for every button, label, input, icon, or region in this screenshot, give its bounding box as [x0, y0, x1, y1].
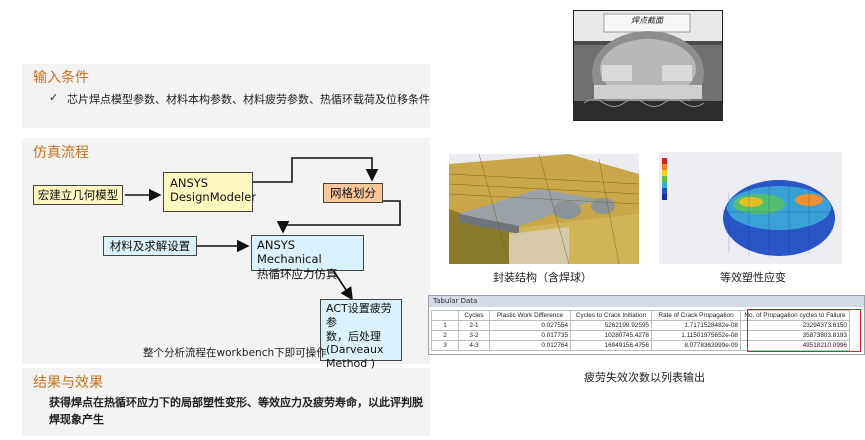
- table-cell: 3-2: [458, 330, 490, 341]
- node-act-label-1: ACT设置疲劳参: [326, 302, 392, 329]
- node-designmodeler-label-1: ANSYS: [170, 176, 209, 190]
- solder-micrograph-image: 焊点截面: [573, 10, 723, 121]
- strain-caption: 等效塑性应变: [720, 271, 786, 284]
- table-row: 1 2-1 0.027554 5262199.92595 1.717152848…: [431, 320, 850, 331]
- tabular-data-table: Cycles Plastic Work Difference Cycles to…: [431, 310, 850, 351]
- table-cell: 0.027554: [489, 320, 571, 331]
- node-mesh: 网格划分: [323, 183, 383, 203]
- node-material-label: 材料及求解设置: [109, 239, 191, 253]
- node-material: 材料及求解设置: [103, 236, 197, 256]
- table-cell: 8.0778363999e-09: [651, 340, 741, 351]
- table-cell: 1.11501975652e-08: [651, 330, 741, 341]
- node-act-label-3: (Darveaux: [326, 343, 384, 357]
- node-act: ACT设置疲劳参 数，后处理 (Darveaux Method ): [320, 299, 402, 370]
- table-header-cell: Rate of Crack Propagation: [651, 310, 741, 321]
- table-caption: 疲劳失效次数以列表输出: [584, 371, 705, 384]
- table-header-cell: Cycles: [458, 310, 490, 321]
- table-cell: 10280745.4278: [570, 330, 652, 341]
- table-cell: 49518210.0996: [740, 340, 850, 351]
- result-line1: 获得焊点在热循环应力下的局部塑性变形、等效应力及疲劳寿命，以此评判脱: [49, 396, 423, 409]
- micrograph-label: 焊点截面: [631, 16, 663, 25]
- failure-column-highlight: [747, 309, 861, 352]
- table-cell: 2: [431, 330, 459, 341]
- package-caption: 封装结构（含焊球）: [493, 271, 592, 284]
- input-title: 输入条件: [33, 70, 89, 86]
- table-cell: 5262199.92595: [570, 320, 652, 331]
- table-cell: 0.012764: [489, 340, 571, 351]
- table-cell: 2-1: [458, 320, 490, 331]
- node-designmodeler-label-2: DesignModeler: [170, 190, 257, 205]
- node-geometry-label: 宏建立几何模型: [37, 188, 119, 202]
- node-designmodeler: ANSYS DesignModeler: [163, 172, 257, 212]
- arrow-dm-to-mesh: [253, 157, 379, 183]
- flow-note: 整个分析流程在workbench下即可操作: [143, 347, 327, 359]
- input-panel: [22, 64, 430, 128]
- result-panel: [22, 368, 430, 436]
- table-cell: 1: [431, 320, 459, 331]
- node-act-label-4: Method ): [326, 357, 376, 370]
- node-mesh-label: 网格划分: [330, 186, 376, 200]
- node-mechanical: ANSYS Mechanical 热循环应力仿真: [251, 235, 364, 281]
- table-row: 3 4-3 0.012764 16949156.4756 8.077836399…: [431, 340, 850, 351]
- table-header-cell: Cycles to Crack Initiation: [570, 310, 652, 321]
- plastic-strain-image: [659, 152, 842, 264]
- tabular-data-title: Tabular Data: [429, 296, 864, 307]
- table-cell: 16949156.4756: [570, 340, 652, 351]
- package-structure-image: [449, 154, 639, 264]
- table-header-cell: Plastic Work Difference: [489, 310, 571, 321]
- node-mechanical-label-1: ANSYS Mechanical: [257, 238, 322, 267]
- table-cell: 1.7171528482e-08: [651, 320, 741, 331]
- input-check-icon: ✓: [49, 91, 59, 104]
- table-cell: 4-3: [458, 340, 490, 351]
- node-mechanical-label-2: 热循环应力仿真: [257, 266, 338, 281]
- result-line2: 焊现象产生: [49, 413, 104, 426]
- result-title: 结果与效果: [33, 375, 103, 391]
- table-cell: 3: [431, 340, 459, 351]
- flow-title: 仿真流程: [33, 145, 89, 161]
- node-act-label-2: 数，后处理: [326, 329, 381, 343]
- arrow-mechanical-to-act: [332, 269, 353, 301]
- arrow-mesh-to-mechanical: [276, 200, 401, 234]
- input-item: 芯片焊点模型参数、材料本构参数、材料疲劳参数、热循环载荷及位移条件: [67, 93, 430, 106]
- table-header-cell: [431, 310, 459, 321]
- node-geometry: 宏建立几何模型: [33, 185, 123, 205]
- tabular-data-panel: Tabular Data Cycles Plastic Work Differe…: [428, 295, 865, 355]
- table-cell: 0.017735: [489, 330, 571, 341]
